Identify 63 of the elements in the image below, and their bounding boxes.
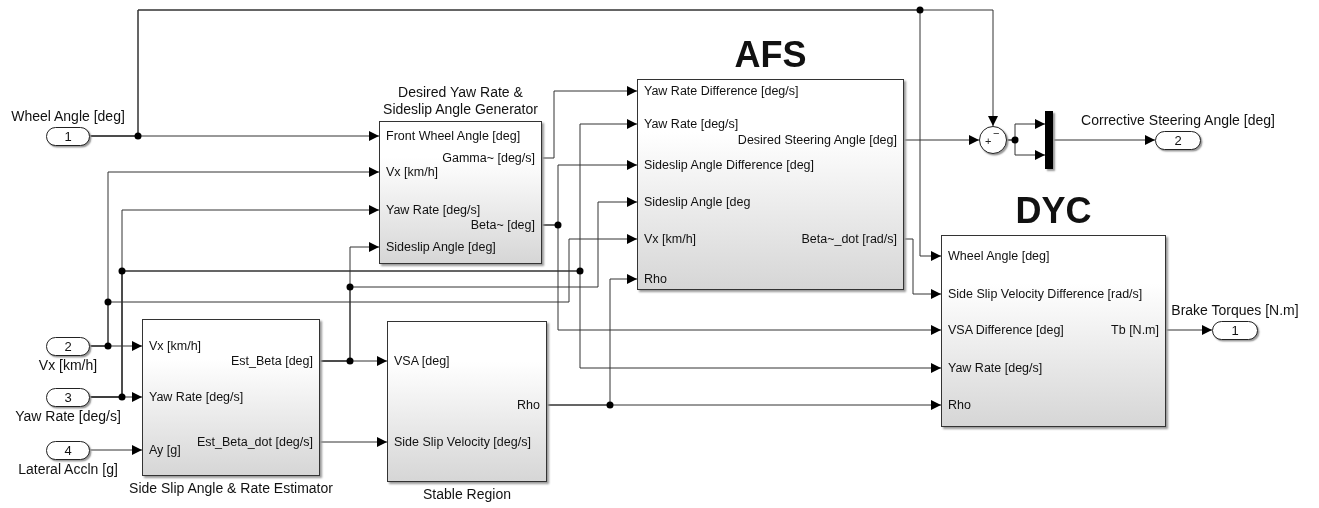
port-label: Vx [km/h]	[38, 357, 98, 374]
port-number: 1	[64, 129, 72, 144]
sign-label: +	[985, 136, 992, 147]
block-title: AFS	[734, 36, 807, 74]
signal-line	[541, 224, 942, 335]
sum-block	[979, 126, 1007, 154]
port-label: Brake Torques [N.m]	[1171, 302, 1299, 319]
signal-line	[89, 270, 942, 398]
block-title: DYC	[1015, 192, 1092, 230]
port-label: Yaw Rate [deg/s]	[948, 361, 1043, 375]
port-label: Wheel Angle [deg]	[948, 249, 1050, 263]
port-label: Sideslip Angle Difference [deg]	[644, 158, 815, 172]
signal-line	[89, 234, 638, 347]
port-label: Gamma~ [deg/s]	[442, 151, 535, 165]
signal-line	[89, 9, 942, 261]
port-label: Wheel Angle [deg]	[11, 108, 125, 125]
signal-line	[1165, 325, 1213, 335]
block-title: Side Slip Angle & Rate Estimator	[129, 480, 333, 497]
port-label: Side Slip Velocity Difference [rad/s]	[948, 287, 1143, 301]
port-number: 2	[64, 339, 72, 354]
port-label: Yaw Rate [deg/s]	[149, 390, 244, 404]
signal-line	[319, 437, 388, 447]
port-label: Rho	[644, 272, 667, 286]
port-number: 4	[64, 443, 72, 458]
port-number: 1	[1231, 323, 1239, 338]
signal-line	[1052, 135, 1156, 145]
port-label: Corrective Steering Angle [deg]	[1081, 112, 1275, 129]
port-label: Vx [km/h]	[386, 165, 439, 179]
signal-line	[541, 86, 638, 159]
port-label: Tb [N.m]	[1111, 323, 1159, 337]
signal-line	[1006, 139, 1046, 160]
port-label: VSA [deg]	[394, 354, 450, 368]
port-label: Yaw Rate Difference [deg/s]	[644, 84, 799, 98]
port-label: Side Slip Velocity [deg/s]	[394, 435, 531, 449]
block-title: Stable Region	[423, 486, 511, 503]
signal-line	[89, 445, 143, 455]
mux-bar	[1045, 111, 1053, 169]
port-label: Est_Beta_dot [deg/s]	[196, 435, 313, 449]
signal-line	[319, 197, 638, 362]
sign-label: −	[993, 128, 1000, 139]
port-label: Vx [km/h]	[644, 232, 697, 246]
block-title: Desired Yaw Rate & Sideslip Angle Generator	[382, 84, 539, 118]
port-label: Est_Beta [deg]	[231, 354, 313, 368]
port-label: Lateral Accln [g]	[18, 461, 118, 478]
port-label: Yaw Rate [deg/s]	[15, 408, 121, 425]
port-number: 3	[64, 390, 72, 405]
port-label: VSA Difference [deg]	[948, 323, 1064, 337]
port-label: Beta~_dot [rad/s]	[801, 232, 897, 246]
port-label: Rho	[517, 398, 540, 412]
signal-line	[903, 238, 942, 299]
port-label: Yaw Rate [deg/s]	[644, 117, 739, 131]
port-label: Vx [km/h]	[149, 339, 202, 353]
port-label: Front Wheel Angle [deg]	[386, 129, 521, 143]
port-label: Ay [g]	[149, 443, 181, 457]
port-label: Rho	[948, 398, 971, 412]
port-label: Yaw Rate [deg/s]	[386, 203, 481, 217]
port-label: Sideslip Angle [deg	[644, 195, 751, 209]
port-label: Sideslip Angle [deg]	[386, 240, 496, 254]
signal-line	[546, 274, 638, 406]
port-label: Desired Steering Angle [deg]	[737, 133, 897, 147]
port-number: 2	[1174, 133, 1182, 148]
port-label: Beta~ [deg]	[470, 218, 535, 232]
signal-line	[903, 135, 980, 145]
